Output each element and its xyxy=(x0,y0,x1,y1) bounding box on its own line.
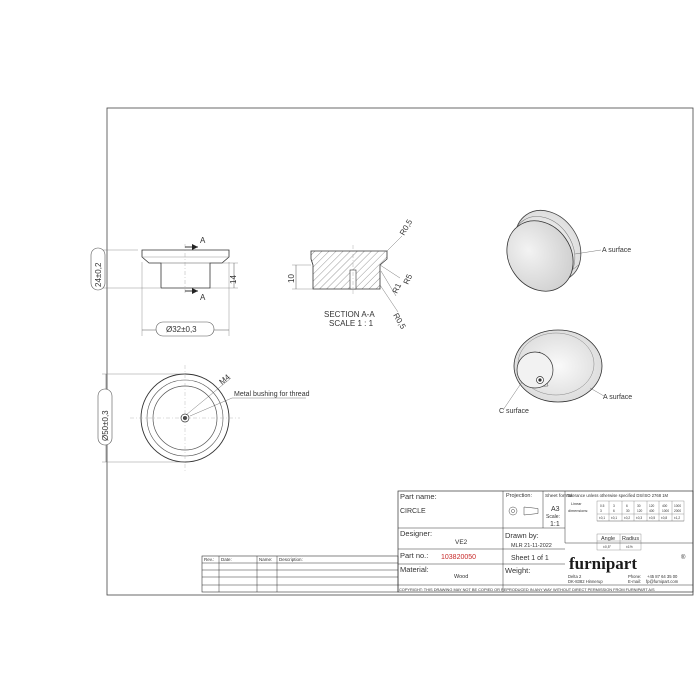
dim-height-text: 24±0,2 xyxy=(94,262,103,287)
angle-value: ±0,5° xyxy=(603,545,612,549)
address-line-2: DK-8382 Hinnerup xyxy=(568,579,603,584)
tol-range-lower-2: 6 xyxy=(626,504,628,508)
a-surface-label-2: A surface xyxy=(603,394,632,401)
radius-4-text: R0,5 xyxy=(391,312,408,332)
tol-range-lower-1: 3 xyxy=(613,504,615,508)
material-label: Material: xyxy=(400,565,429,574)
weight-label: Weight: xyxy=(505,566,530,575)
email-label: E-mail: xyxy=(628,579,641,584)
projection-symbol xyxy=(508,506,539,516)
iso-view-bottom: A surface C surface xyxy=(499,329,632,415)
radius-2-text: R5 xyxy=(402,272,415,286)
tol-range-upper-4: 400 xyxy=(649,509,655,513)
tol-range-upper-2: 30 xyxy=(626,509,630,513)
copyright-notice: COPYRIGHT: THIS DRAWING MAY NOT BE COPIE… xyxy=(399,587,655,592)
part-name-value: CIRCLE xyxy=(400,508,426,515)
registered-mark: ® xyxy=(681,554,686,561)
tol-range-lower-0: 0.5 xyxy=(600,504,605,508)
scale-value: 1:1 xyxy=(550,521,560,528)
phone-value: +45 87 64 35 00 xyxy=(647,574,678,579)
tolerance-grid xyxy=(596,500,685,522)
tol-range-lower-5: 400 xyxy=(662,504,668,508)
email-value: fp@furnipart.com xyxy=(646,579,679,584)
designer-label: Designer: xyxy=(400,529,432,538)
thread-label: M4 xyxy=(218,372,233,386)
a-surface-label-1: A surface xyxy=(602,247,631,254)
top-view: M4 Metal bushing for thread Ø50±0,3 xyxy=(97,365,310,471)
section-view: 10 R0,5 R5 R1 R0,5 SECTION A-A SCALE 1 :… xyxy=(287,217,414,331)
c-surface-label: C surface xyxy=(499,408,529,415)
tol-range-lower-4: 120 xyxy=(649,504,655,508)
revision-table: Rev.: Date: Name: Description: xyxy=(201,555,399,593)
dim-diameter-bottom-text: Ø50±0,3 xyxy=(101,410,110,441)
drawing-border xyxy=(106,107,694,596)
material-value: Wood xyxy=(454,574,468,580)
sheet-format-label: Sheet format: xyxy=(545,493,574,499)
section-marker-top: A xyxy=(200,236,206,245)
tol-range-lower-6: 1000 xyxy=(674,504,681,508)
tol-range-upper-3: 120 xyxy=(637,509,643,513)
sheet-format-value: A3 xyxy=(551,506,560,513)
tol-value-0: ±0,1 xyxy=(599,516,605,520)
tol-value-3: ±0,3 xyxy=(636,516,642,520)
section-title: SECTION A-A xyxy=(324,310,375,319)
dim-diameter-top-text: Ø32±0,3 xyxy=(166,325,197,334)
rev-header-rev: Rev.: xyxy=(204,557,214,562)
drawn-by-label: Drawn by: xyxy=(505,531,539,540)
drawn-by-value: MLR 21-11-2022 xyxy=(511,543,552,549)
front-view: A A 24±0,2 14 Ø32±0,3 xyxy=(90,236,238,337)
tol-value-6: ±1,2 xyxy=(674,516,680,520)
tolerance-note: Tolerance unless otherwise specified DS/… xyxy=(567,493,669,498)
designer-value: VE2 xyxy=(455,539,468,546)
scale-label: Scale: xyxy=(546,514,560,520)
rev-header-description: Description: xyxy=(279,557,303,562)
tol-range-upper-0: 3 xyxy=(600,509,602,513)
section-scale: SCALE 1 : 1 xyxy=(329,319,374,328)
tol-range-upper-5: 1000 xyxy=(662,509,669,513)
radius-label: Radius xyxy=(622,536,639,542)
sheet-number: Sheet 1 of 1 xyxy=(511,555,549,562)
tol-range-upper-1: 6 xyxy=(613,509,615,513)
tol-range-lower-3: 30 xyxy=(637,504,641,508)
phone-label: Phone: xyxy=(628,574,641,579)
tol-value-2: ±0,2 xyxy=(624,516,630,520)
tol-value-5: ±0,8 xyxy=(661,516,667,520)
linear-label: Linear xyxy=(571,502,582,506)
rev-header-date: Date: xyxy=(221,557,232,562)
iso-view-top: A surface xyxy=(506,210,631,292)
rev-header-name: Name: xyxy=(259,557,272,562)
part-no-label: Part no.: xyxy=(400,551,428,560)
radius-value: ±1% xyxy=(626,545,633,549)
part-no-value: 103820050 xyxy=(441,554,476,561)
section-height-text: 10 xyxy=(287,274,296,283)
bushing-note: Metal bushing for thread xyxy=(234,391,310,398)
section-marker-bottom: A xyxy=(200,293,206,302)
part-name-label: Part name: xyxy=(400,492,437,501)
angle-radius-grid xyxy=(596,533,642,551)
dimensions-label: dimensions: xyxy=(568,509,588,513)
tol-value-4: ±0,5 xyxy=(649,516,655,520)
dim-flange-text: 14 xyxy=(229,275,238,284)
radius-3-text: R1 xyxy=(391,281,404,295)
brand-logo: furnipart xyxy=(569,554,637,573)
radius-1-text: R0,5 xyxy=(398,217,415,237)
title-block: Part name: CIRCLE Designer: VE2 Part no.… xyxy=(397,490,694,593)
tol-value-1: ±0,1 xyxy=(611,516,617,520)
projection-label: Projection: xyxy=(506,493,532,499)
tol-range-upper-6: 2000 xyxy=(674,509,681,513)
angle-label: Angle xyxy=(601,536,615,542)
address-line-1: Delta 2 xyxy=(568,574,582,579)
